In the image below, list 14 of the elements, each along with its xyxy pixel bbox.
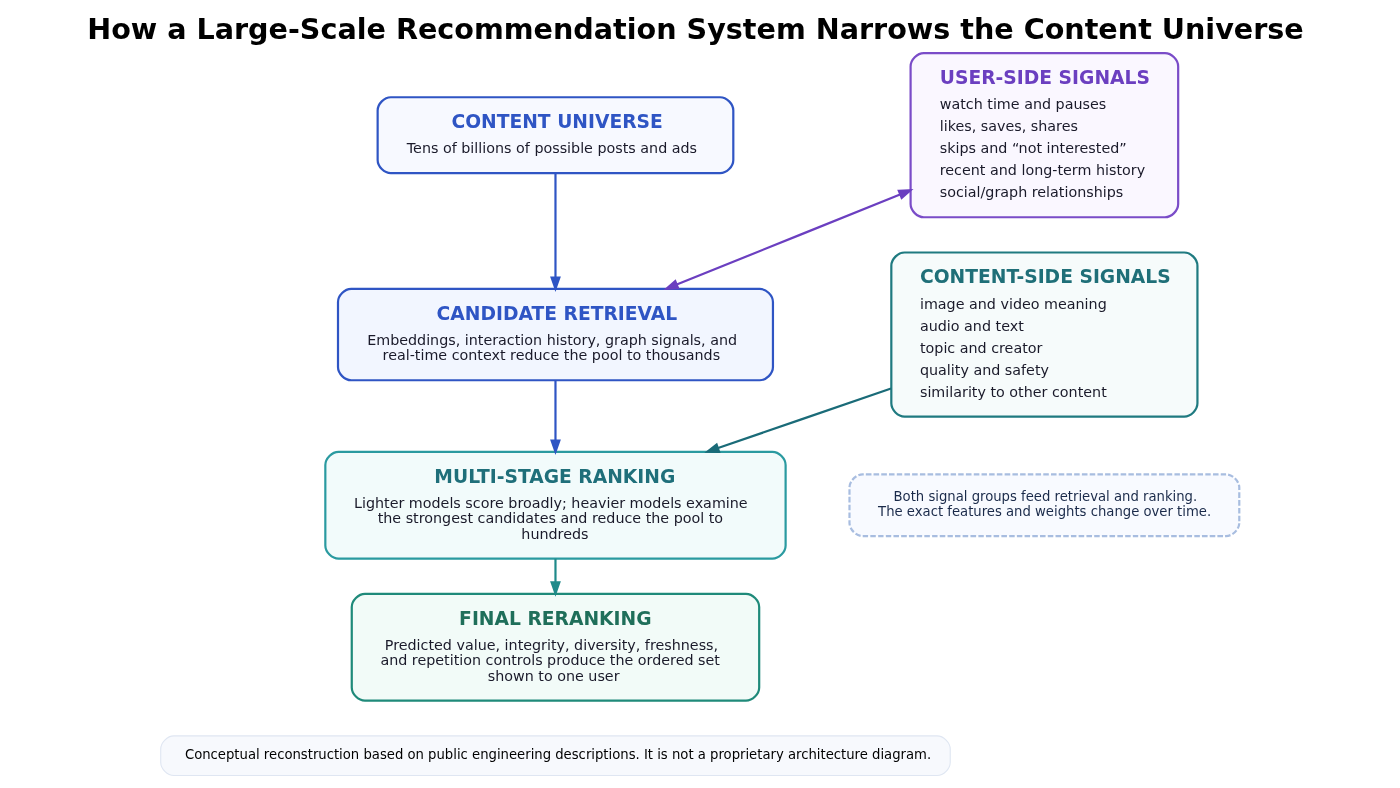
arrow bbox=[704, 387, 892, 453]
node-box: CANDIDATE RETRIEVAL Embeddings, interaction history, graph signals, and real-time context reduce the pool to thousands bbox=[336, 287, 775, 382]
node-box: CONTENT UNIVERSE Tens of billions of possible posts and ads bbox=[376, 96, 735, 175]
diagram-title: How a Large-Scale Recommendation System Narrows the Content Universe bbox=[87, 11, 1304, 46]
arrow bbox=[550, 558, 561, 597]
node-box: CONTENT-SIDE SIGNALS image and video meaning audio and text topic and creator quality and safety similarity to other content bbox=[890, 251, 1199, 418]
arrow bbox=[550, 173, 561, 292]
arrow bbox=[663, 189, 914, 290]
caption: Conceptual reconstruction based on public engineering descriptions. It is not a proprietary architecture diagram. bbox=[184, 747, 932, 763]
node-box: Both signal groups feed retrieval and ranking. The exact features and weights change over time. bbox=[848, 473, 1241, 538]
node-box: MULTI-STAGE RANKING Lighter models score broadly; heavier models examine the strongest candidates and reduce the pool to hundreds bbox=[324, 450, 787, 560]
node-box: FINAL RERANKING Predicted value, integrity, diversity, freshness, and repetition controls produce the ordered set shown to one user bbox=[350, 592, 761, 702]
node-box: USER-SIDE SIGNALS watch time and pauses likes, saves, shares skips and “not interested” recent and long-term history social/graph relationships bbox=[909, 52, 1180, 219]
arrow bbox=[550, 380, 561, 456]
